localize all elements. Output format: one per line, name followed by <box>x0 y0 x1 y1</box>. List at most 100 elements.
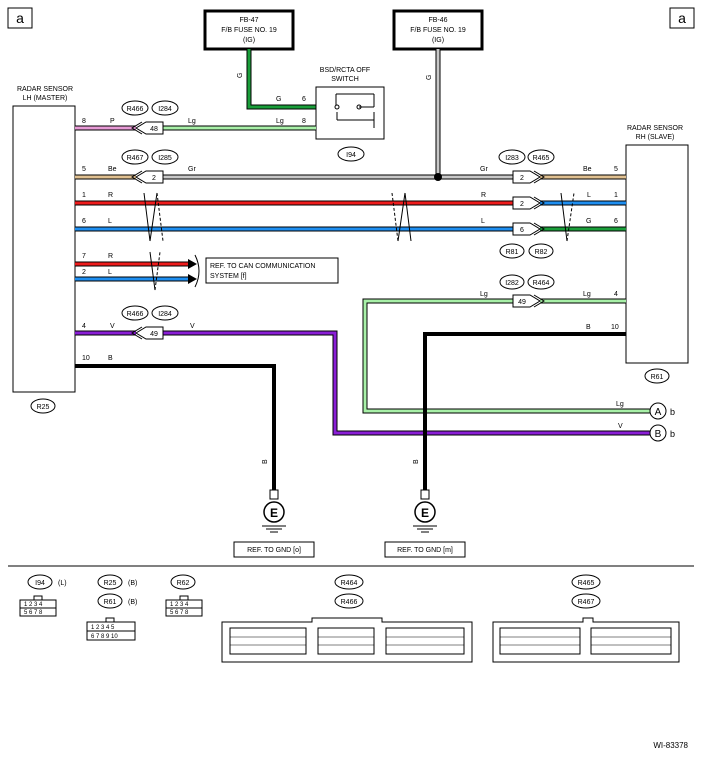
svg-text:5 6 7 8: 5 6 7 8 <box>170 610 189 616</box>
can-ref-box <box>205 257 339 284</box>
connector-symbol-49b <box>131 326 164 340</box>
conn-i284a: I284 <box>158 106 172 113</box>
wire-label-l-lh6: L <box>108 218 112 225</box>
switch-pin-6: 6 <box>302 96 306 103</box>
wire-label-lg-rh: Lg <box>616 401 624 408</box>
legend-oval-r467 <box>571 593 601 609</box>
connector-symbol-6 <box>512 222 545 236</box>
wire-label-l-rh1: L <box>587 192 591 199</box>
conn-oval-i285 <box>151 149 179 165</box>
lh-pin-6: 6 <box>82 218 86 225</box>
legend-connector-r465-r467 <box>492 617 680 663</box>
wire-green-fuse <box>246 49 316 110</box>
legend-i94-color: (L) <box>58 580 67 587</box>
twisted-pair-mark-left <box>143 192 164 242</box>
switch-pin-8: 8 <box>302 118 306 125</box>
conn-oval-r82 <box>528 243 554 259</box>
connector-symbol-2b <box>512 170 545 184</box>
radar-rh-connector-id: R61 <box>651 374 664 381</box>
switch-line1: BSD/RCTA OFF <box>320 67 370 74</box>
conn-i283: I283 <box>505 155 519 162</box>
lh-pin-4: 4 <box>82 323 86 330</box>
switch-connector-oval <box>337 146 365 162</box>
switch-connector-id: I94 <box>346 152 356 159</box>
switch-line2: SWITCH <box>331 76 359 83</box>
conn-i284b: I284 <box>158 311 172 318</box>
gnd-ref-m: REF. TO GND [m] <box>397 547 453 554</box>
conn-pin-2a: 2 <box>152 175 156 182</box>
conn-r465: R465 <box>533 155 550 162</box>
conn-r464: R464 <box>533 280 550 287</box>
wire-blue-row2 <box>75 274 197 284</box>
wire-label-g-switch: G <box>276 96 281 103</box>
corner-label-left-box <box>7 7 33 29</box>
svg-text:1 2 3 4: 1 2 3 4 <box>170 602 189 608</box>
wire-label-r-can: R <box>108 253 113 260</box>
legend-r25: R25 <box>104 580 117 587</box>
legend-r466: R466 <box>341 599 358 606</box>
connector-symbol-2a <box>131 170 164 184</box>
connector-symbol-49a <box>512 294 545 308</box>
radar-lh-line1: RADAR SENSOR <box>17 86 73 93</box>
ground-symbol-m <box>413 489 437 533</box>
conn-oval-r466a <box>121 100 149 116</box>
wire-label-lg-rh4a: Lg <box>480 291 488 298</box>
legend-connector-r25-r61: 1 2 3 4 5 6 7 8 9 10 <box>86 617 136 641</box>
legend-r467: R467 <box>578 599 595 606</box>
legend-r62: R62 <box>177 580 190 587</box>
corner-label-left: a <box>16 10 24 26</box>
wire-label-v-lh: V <box>110 323 115 330</box>
conn-r466b: R466 <box>127 311 144 318</box>
wire-label-lg-row8b: Lg <box>276 118 284 125</box>
offpage-a-circle <box>649 402 667 420</box>
wire-label-v-mid: V <box>190 323 195 330</box>
legend-connector-r464-r466 <box>221 617 473 663</box>
lh-pin-7: 7 <box>82 253 86 260</box>
gnd-ref-m-box <box>384 541 466 558</box>
diagram-code: WI-83378 <box>653 741 688 750</box>
svg-text:1 2 3 4: 1 2 3 4 <box>24 602 43 608</box>
rh-pin-5: 5 <box>614 166 618 173</box>
fuse-fb47-line3: (IG) <box>243 37 255 44</box>
lh-pin-5: 5 <box>82 166 86 173</box>
legend-r25-color: (B) <box>128 580 137 587</box>
wire-label-g-rh6: G <box>586 218 591 225</box>
legend-oval-r465 <box>571 574 601 590</box>
conn-r82: R82 <box>535 249 548 256</box>
conn-pin-49b: 49 <box>150 331 158 338</box>
gnd-ref-o-box <box>233 541 315 558</box>
legend-connector-r62: 1 2 3 4 5 6 7 8 <box>165 595 203 617</box>
conn-oval-i284a <box>151 100 179 116</box>
wire-label-l-can: L <box>108 269 112 276</box>
fuse-fb46-line3: (IG) <box>432 37 444 44</box>
legend-oval-r466 <box>334 593 364 609</box>
svg-text:1 2 3 4 5: 1 2 3 4 5 <box>91 625 115 631</box>
fuse-fb47-line1: FB-47 <box>239 17 258 24</box>
fuse-fb47-line2: F/B FUSE NO. 19 <box>221 27 277 34</box>
radar-sensor-lh <box>12 105 76 393</box>
conn-oval-r464 <box>527 274 555 290</box>
wire-label-be-lh: Be <box>108 166 117 173</box>
wire-label-lg-row8a: Lg <box>188 118 196 125</box>
connector-symbol-48 <box>131 121 164 135</box>
legend-r61: R61 <box>104 599 117 606</box>
radar-rh-connector-oval <box>644 368 670 384</box>
wire-label-lg-rh4b: Lg <box>583 291 591 298</box>
radar-sensor-rh <box>625 144 689 364</box>
conn-pin-49a: 49 <box>518 299 526 306</box>
rh-pin-6: 6 <box>614 218 618 225</box>
lh-pin-10: 10 <box>82 355 90 362</box>
fuse-fb46-line2: F/B FUSE NO. 19 <box>410 27 466 34</box>
conn-pin-2c: 2 <box>520 201 524 208</box>
lh-pin-8: 8 <box>82 118 86 125</box>
conn-oval-i283 <box>498 149 526 165</box>
rh-pin-4: 4 <box>614 291 618 298</box>
conn-oval-r467 <box>121 149 149 165</box>
conn-pin-6: 6 <box>520 227 524 234</box>
wire-lightgreen-rh4 <box>362 298 650 414</box>
radar-rh-line1: RADAR SENSOR <box>627 125 683 132</box>
lh-pin-2: 2 <box>82 269 86 276</box>
legend-oval-r464 <box>334 574 364 590</box>
wire-label-r-rh: R <box>481 192 486 199</box>
